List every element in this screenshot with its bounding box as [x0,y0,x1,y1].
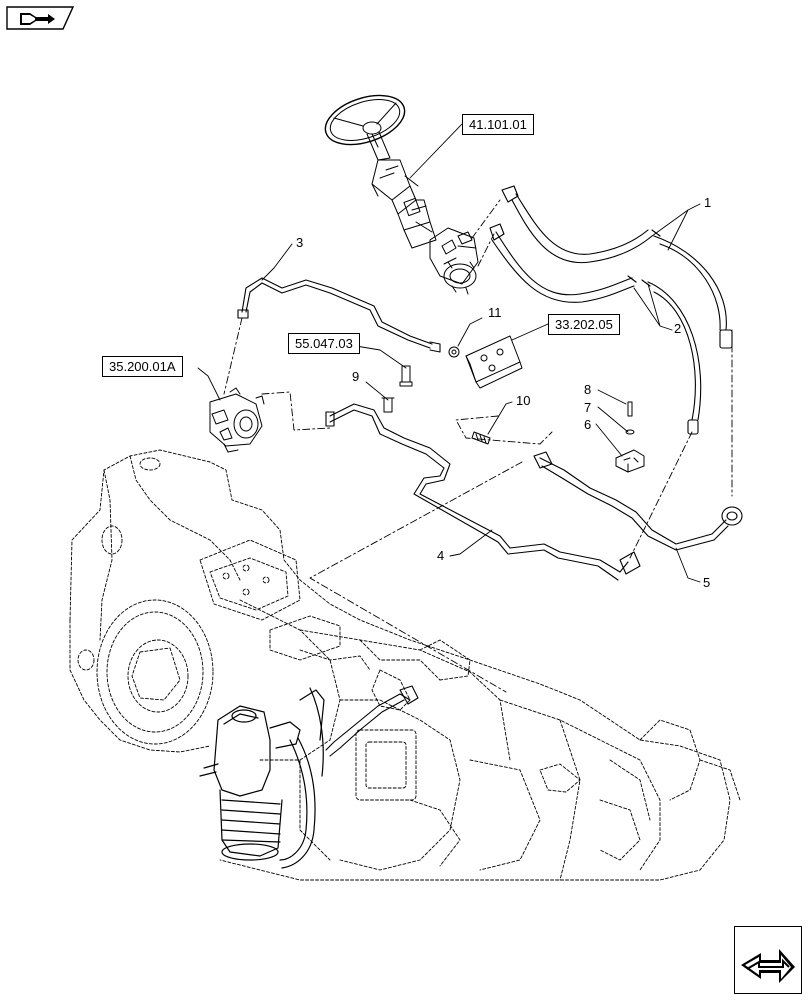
callout-3: 3 [296,235,304,250]
hydraulic-pump [209,387,265,453]
next-page-button[interactable] [734,926,802,994]
callout-10: 10 [516,393,531,408]
callout-4: 4 [437,548,445,563]
sensor [399,365,413,387]
pipe-5 [533,451,743,551]
fitting-11 [448,346,460,358]
callout-5: 5 [703,575,711,590]
pipe-3 [237,277,441,353]
callout-1: 1 [704,195,712,210]
callout-11: 11 [488,305,502,320]
book-arrow-icon [6,6,75,30]
return-pipe [325,685,419,757]
clamp-hardware [615,401,645,473]
ref-link-steering[interactable]: 41.101.01 [462,114,534,135]
transmission-housing [69,449,741,881]
ref-link-pump[interactable]: 35.200.01A [102,356,183,377]
steering-wheel-assembly [324,94,479,295]
callout-6: 6 [584,417,592,432]
pipe-4 [325,403,641,581]
hose-1 [489,185,653,303]
ref-link-sensor[interactable]: 55.047.03 [288,333,360,354]
leader-lines [197,123,701,583]
callout-2: 2 [674,321,682,336]
oil-filter-assembly [199,687,325,869]
bolt-9 [381,397,395,413]
callout-8: 8 [584,382,592,397]
bracket [465,335,523,389]
callout-9: 9 [352,369,360,384]
callout-7: 7 [584,400,592,415]
ref-link-bracket[interactable]: 33.202.05 [548,314,620,335]
bolt-10 [471,431,491,445]
corner-tab[interactable] [6,6,75,30]
next-page-arrow-icon [741,949,795,983]
routing-dash-lines [223,199,733,693]
